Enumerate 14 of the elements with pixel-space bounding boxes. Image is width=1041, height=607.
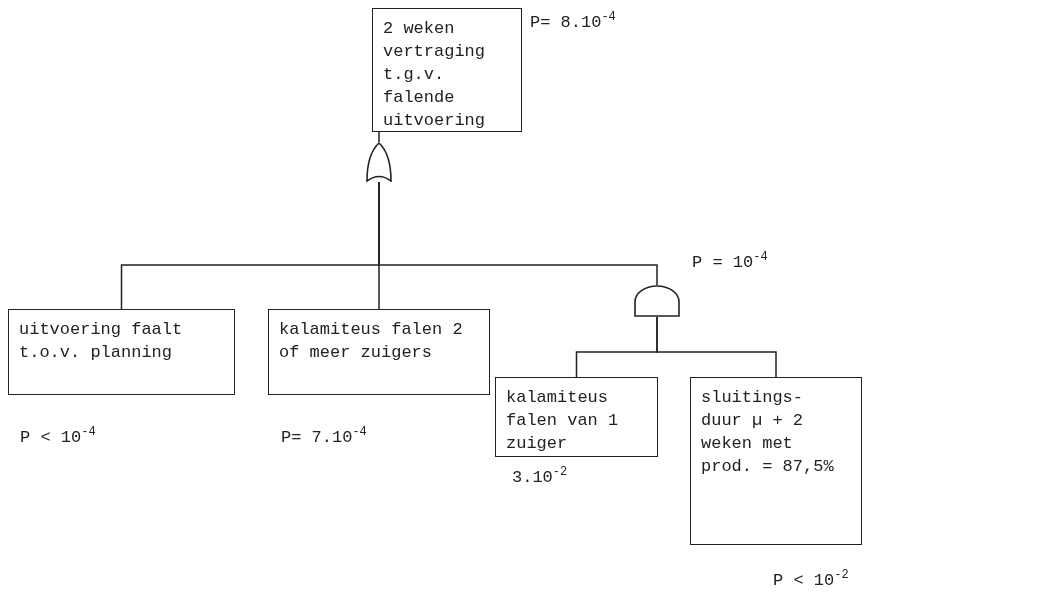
event-box: kalamiteus falen van 1 zuiger <box>495 377 658 457</box>
connector-line <box>378 181 658 286</box>
event-box: kalamiteus falen 2 of meer zuigers <box>268 309 490 395</box>
connector-line <box>378 131 380 143</box>
probability-label: P < 10$^{-4}$ <box>20 425 96 447</box>
probability-label: P= 7.10$^{-4}$ <box>281 425 367 447</box>
probability-label: 3.10$^{-2}$ <box>512 465 568 487</box>
event-box: uitvoering faalt t.o.v. planning <box>8 309 235 395</box>
event-box: sluitings- duur µ + 2 weken met prod. = 87,5% <box>690 377 862 545</box>
probability-label: P = 10$^{-4}$ <box>692 250 768 272</box>
event-box: 2 weken vertraging t.g.v. falende uitvoering <box>372 8 522 132</box>
connector-line <box>656 316 777 378</box>
probability-label: P= 8.10$^{-4}$ <box>530 10 616 32</box>
probability-label: P < 10$^{-2}$ <box>773 568 849 590</box>
